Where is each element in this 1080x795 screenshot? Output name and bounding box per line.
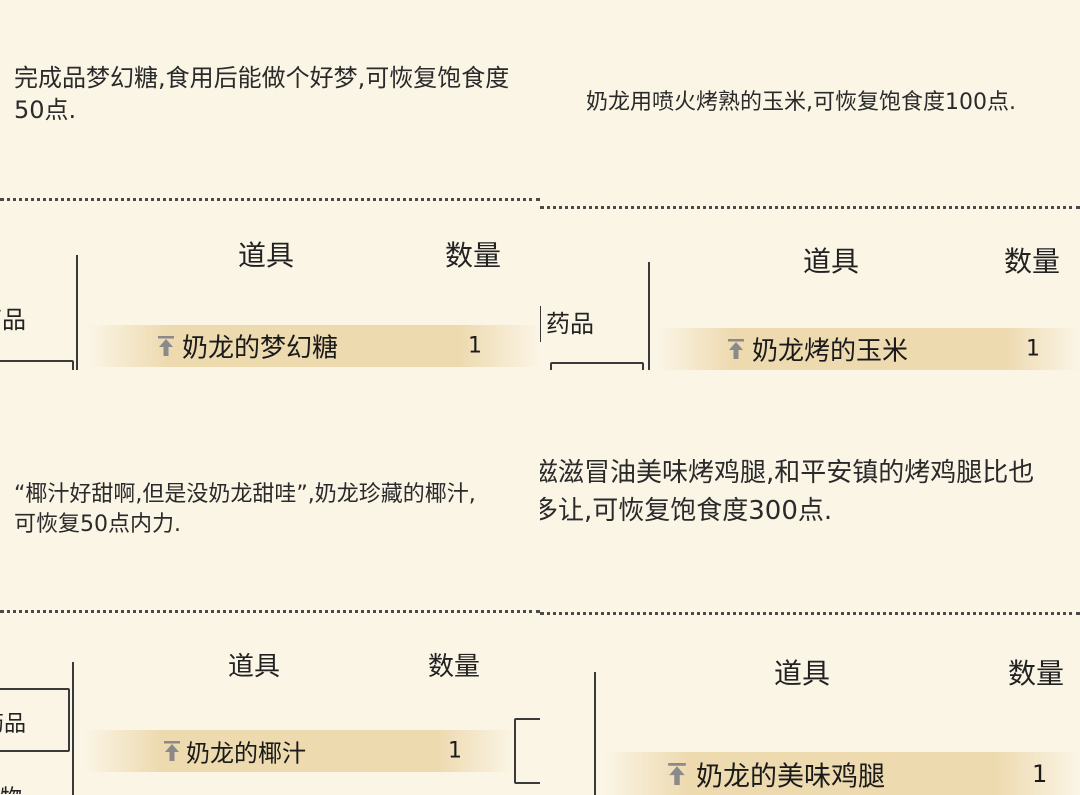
column-divider bbox=[72, 662, 74, 795]
category-tab-medicine[interactable]: 药品 bbox=[0, 300, 26, 335]
item-description: 滋滋冒油美味烤鸡腿,和平安镇的烤鸡腿比也 多让,可恢复饱食度300点. bbox=[540, 458, 1035, 526]
item-name: 奶龙的美味鸡腿 bbox=[696, 761, 885, 793]
column-divider bbox=[648, 262, 650, 370]
divider bbox=[0, 610, 540, 613]
category-tab-goods[interactable]: 物 bbox=[0, 780, 22, 794]
category-tab-edge bbox=[540, 306, 541, 342]
header-item: 道具 bbox=[803, 245, 860, 278]
up-arrow-icon bbox=[158, 336, 174, 356]
category-label: 药品 bbox=[0, 306, 26, 334]
side-frame bbox=[514, 718, 540, 784]
item-row[interactable]: 奶龙的美味鸡腿 1 bbox=[604, 752, 1080, 795]
category-tab-frame[interactable] bbox=[0, 688, 70, 752]
item-description: “椰汁好甜啊,但是没奶龙甜哇”,奶龙珍藏的椰汁, 可恢复50点内力. bbox=[14, 482, 476, 537]
header-item: 道具 bbox=[774, 657, 831, 690]
header-quantity: 数量 bbox=[445, 239, 502, 272]
divider bbox=[0, 198, 540, 201]
up-arrow-icon bbox=[728, 339, 744, 359]
header-item: 道具 bbox=[228, 652, 281, 682]
category-tab-frame[interactable] bbox=[0, 360, 74, 370]
item-panel-coconut-juice: “椰汁好甜啊,但是没奶龙甜哇”,奶龙珍藏的椰汁, 可恢复50点内力. 道具 数量… bbox=[0, 370, 540, 795]
header-quantity: 数量 bbox=[428, 652, 481, 682]
item-description: 完成品梦幻糖,食用后能做个好梦,可恢复饱食度 50点. bbox=[14, 64, 510, 124]
category-tab-medicine[interactable]: 药品 bbox=[0, 706, 26, 738]
category-label: 物 bbox=[0, 786, 22, 794]
category-tab-medicine[interactable]: 药品 bbox=[546, 304, 594, 339]
item-row[interactable]: 奶龙的梦幻糖 1 bbox=[88, 325, 540, 367]
header-quantity: 数量 bbox=[1004, 245, 1061, 278]
item-quantity: 1 bbox=[1032, 760, 1048, 788]
item-panel-dream-candy: 完成品梦幻糖,食用后能做个好梦,可恢复饱食度 50点. 道具 数量 药品 奶龙的… bbox=[0, 0, 540, 370]
header-quantity: 数量 bbox=[1008, 657, 1065, 690]
category-label: 药品 bbox=[546, 310, 594, 338]
divider bbox=[540, 206, 1080, 209]
item-name: 奶龙烤的玉米 bbox=[752, 336, 909, 367]
divider bbox=[540, 612, 1080, 615]
column-divider bbox=[76, 255, 78, 370]
item-row[interactable]: 奶龙烤的玉米 1 bbox=[658, 328, 1080, 370]
item-name: 奶龙的椰汁 bbox=[186, 739, 306, 768]
category-label: 药品 bbox=[0, 712, 26, 737]
header-item: 道具 bbox=[238, 239, 295, 272]
item-quantity: 1 bbox=[1026, 336, 1040, 362]
up-arrow-icon bbox=[164, 741, 180, 761]
item-panel-roasted-corn: 奶龙用喷火烤熟的玉米,可恢复饱食度100点. 道具 数量 药品 奶龙烤的玉米 1 bbox=[540, 0, 1080, 370]
item-panel-chicken-leg: 滋滋冒油美味烤鸡腿,和平安镇的烤鸡腿比也 多让,可恢复饱食度300点. 道具 数… bbox=[540, 370, 1080, 795]
category-tab-frame[interactable] bbox=[550, 362, 644, 370]
item-quantity: 1 bbox=[448, 738, 462, 764]
item-name: 奶龙的梦幻糖 bbox=[182, 333, 339, 364]
column-divider bbox=[594, 672, 596, 795]
item-quantity: 1 bbox=[468, 333, 482, 359]
item-row[interactable]: 奶龙的椰汁 1 bbox=[84, 730, 514, 772]
item-description: 奶龙用喷火烤熟的玉米,可恢复饱食度100点. bbox=[586, 90, 1016, 115]
up-arrow-icon bbox=[668, 763, 686, 785]
